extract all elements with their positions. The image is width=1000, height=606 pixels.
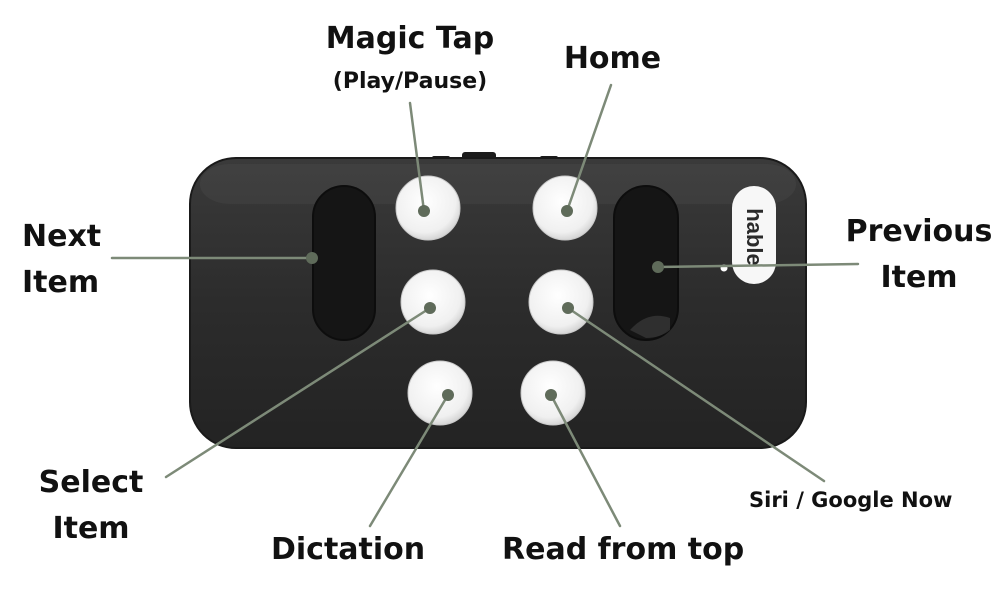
siri-google-now-button[interactable]: [528, 269, 594, 335]
hable-logo-text: hable: [742, 208, 767, 265]
label-previous-item-line2: Item: [880, 259, 958, 295]
label-dictation: Dictation: [271, 533, 425, 567]
callout-line-dictation: [368, 393, 450, 528]
callout-line-home: [565, 83, 613, 213]
callout-line-magic-tap: [408, 101, 426, 213]
label-next-item-line1: Next: [22, 219, 102, 254]
callout-dot-magic-tap: [418, 205, 430, 217]
label-home: Home: [540, 42, 685, 76]
callout-dot-home: [561, 205, 573, 217]
label-siri-google-now-title: Siri / Google Now: [749, 488, 953, 512]
label-dictation-title: Dictation: [271, 532, 426, 567]
label-siri-google-now: Siri / Google Now: [749, 488, 953, 513]
callout-dot-select-item: [424, 302, 436, 314]
callout-line-read-from-top: [549, 393, 622, 528]
label-previous-item: Previous Item: [840, 215, 998, 294]
callout-dot-previous-item: [652, 261, 664, 273]
callout-line-previous-item: [656, 262, 860, 269]
callout-line-select-item: [164, 306, 432, 479]
label-magic-tap: Magic Tap: [305, 22, 515, 56]
label-select-item-line1: Select: [38, 465, 144, 500]
label-read-from-top: Read from top: [502, 533, 744, 567]
label-next-item-line2: Item: [22, 264, 100, 300]
label-next-item: Next Item: [22, 220, 101, 299]
label-select-item: Select Item: [26, 466, 156, 545]
device-body-highlight: [200, 164, 796, 204]
label-select-item-line2: Item: [52, 510, 130, 546]
hable-badge: [732, 186, 776, 284]
callout-dot-read-from-top: [545, 389, 557, 401]
label-magic-tap-title: Magic Tap: [325, 21, 495, 56]
label-previous-item-line1: Previous: [845, 214, 993, 249]
callout-line-siri: [566, 306, 826, 483]
label-home-title: Home: [563, 41, 662, 76]
label-magic-tap-subtitle-text: (Play/Pause): [332, 69, 488, 94]
select-item-button[interactable]: [400, 269, 466, 335]
label-read-from-top-title: Read from top: [502, 532, 745, 567]
next-item-pad[interactable]: [312, 185, 376, 341]
previous-item-pad[interactable]: [613, 185, 679, 341]
label-magic-tap-subtitle: (Play/Pause): [305, 69, 515, 95]
callout-dot-siri: [562, 302, 574, 314]
callout-dot-next-item: [306, 252, 318, 264]
dictation-button[interactable]: [407, 360, 473, 426]
callout-dot-dictation: [442, 389, 454, 401]
previous-item-pad-shine: [630, 315, 670, 338]
